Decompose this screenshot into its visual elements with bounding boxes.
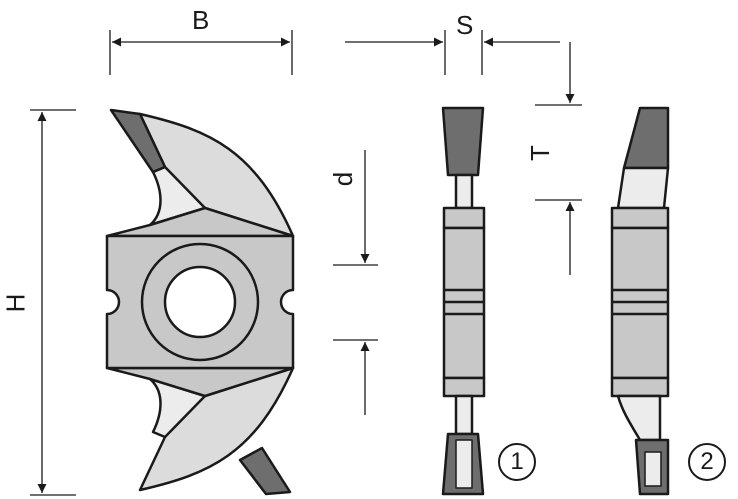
dimension-label-b: B [192,5,210,35]
side-view-2 [610,106,670,496]
dimension-label-d: d [328,171,359,187]
side-view-1 [441,106,486,496]
dimension-label-h: H [0,293,31,313]
variant-1-label: 1 [498,443,536,481]
dimension-label-s: S [456,10,474,40]
front-view [105,108,295,496]
dimension-label-t: T [524,145,555,161]
dimension-lines [30,30,582,496]
variant-2-label: 2 [688,443,726,481]
